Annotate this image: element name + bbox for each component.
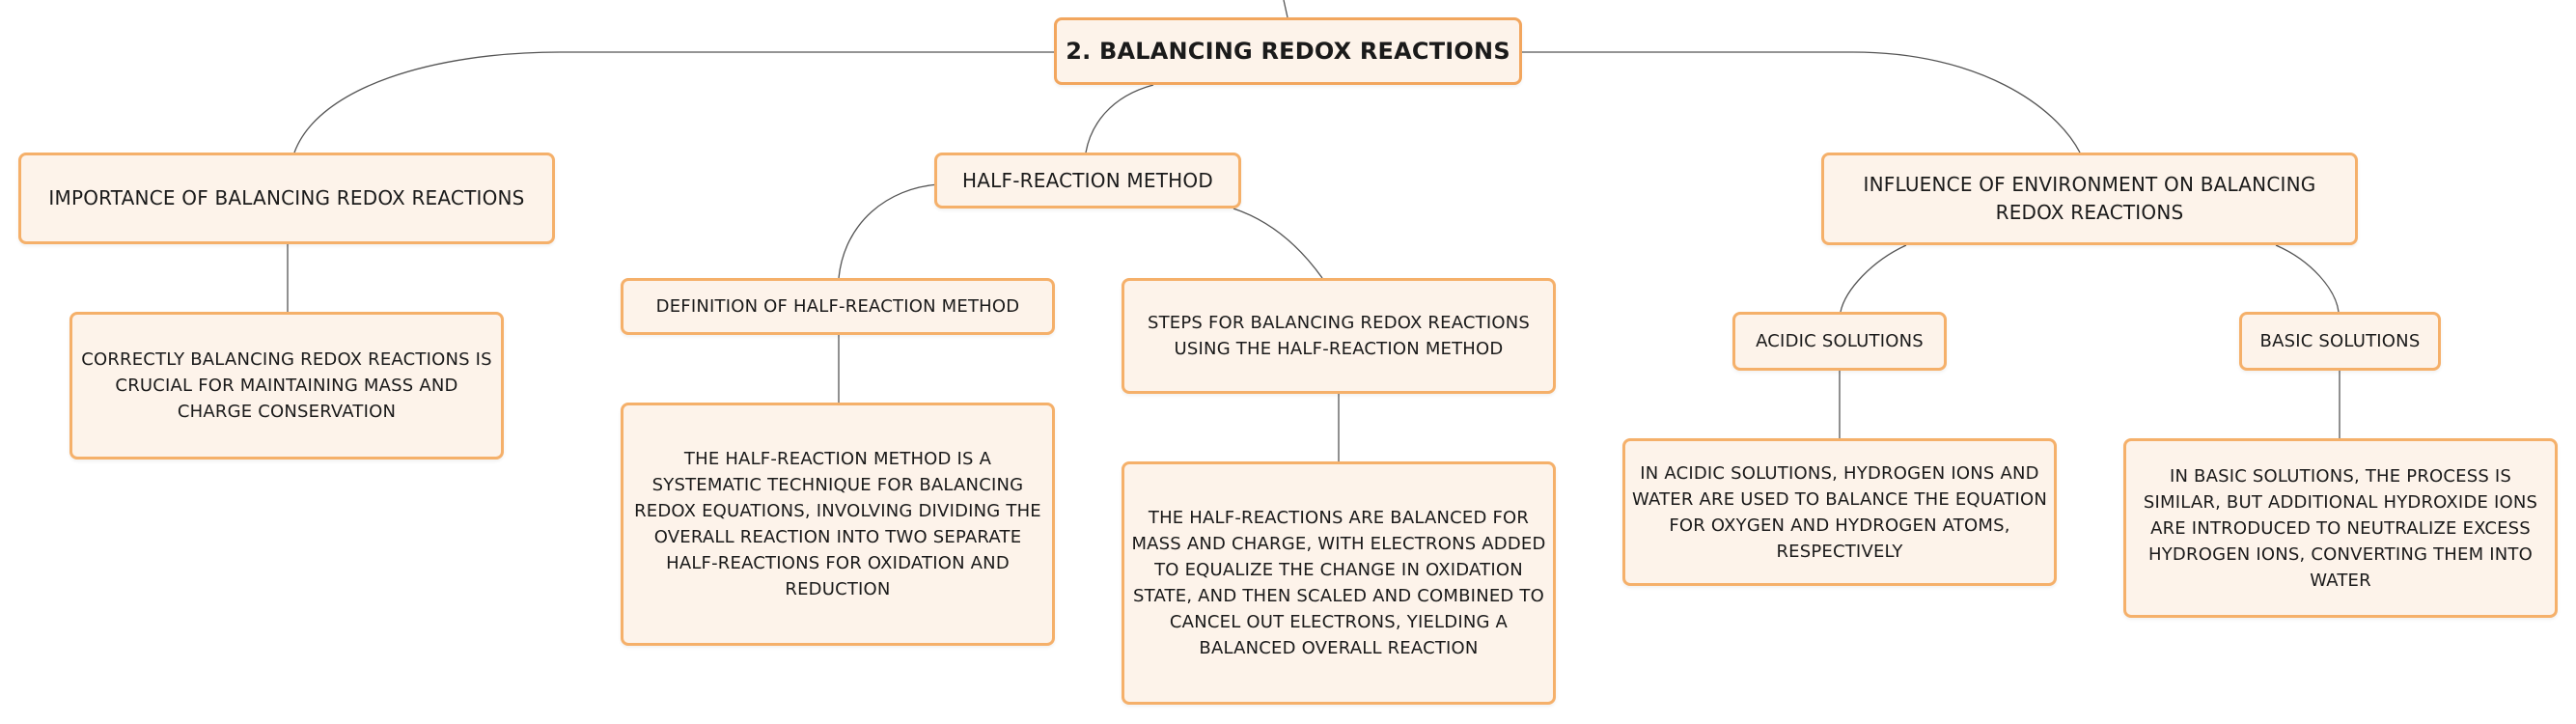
connector-root-importance — [293, 51, 1054, 153]
importance-label: IMPORTANCE OF BALANCING REDOX REACTIONS — [48, 186, 525, 209]
steps-label: STEPS FOR BALANCING REDOX REACTIONS USIN… — [1147, 313, 1531, 359]
steps-node[interactable]: STEPS FOR BALANCING REDOX REACTIONS USIN… — [1122, 278, 1556, 394]
connector-half-steps — [1233, 208, 1323, 279]
steps-detail-node[interactable]: THE HALF-REACTIONS ARE BALANCED FOR MASS… — [1122, 461, 1556, 705]
connector-env-acidic — [1840, 244, 1907, 313]
root-label: 2. BALANCING REDOX REACTIONS — [1066, 37, 1510, 65]
definition-detail-text: THE HALF-REACTION METHOD IS A SYSTEMATIC… — [634, 449, 1041, 599]
acidic-node[interactable]: ACIDIC SOLUTIONS — [1732, 312, 1947, 371]
acidic-detail-text: IN ACIDIC SOLUTIONS, HYDROGEN IONS AND W… — [1631, 462, 2048, 562]
connector-root-top — [1283, 0, 1288, 18]
definition-detail-node[interactable]: THE HALF-REACTION METHOD IS A SYSTEMATIC… — [621, 403, 1055, 646]
basic-node[interactable]: BASIC SOLUTIONS — [2239, 312, 2441, 371]
half-reaction-label: HALF-REACTION METHOD — [962, 168, 1213, 192]
connector-half-definition — [838, 183, 939, 279]
basic-detail-node[interactable]: IN BASIC SOLUTIONS, THE PROCESS IS SIMIL… — [2123, 438, 2558, 618]
definition-node[interactable]: DEFINITION OF HALF-REACTION METHOD — [621, 278, 1055, 335]
environment-label: INFLUENCE OF ENVIRONMENT ON BALANCING RE… — [1863, 173, 2316, 224]
basic-detail-text: IN BASIC SOLUTIONS, THE PROCESS IS SIMIL… — [2143, 465, 2538, 591]
connector-env-basic — [2275, 244, 2340, 313]
importance-node[interactable]: IMPORTANCE OF BALANCING REDOX REACTIONS — [18, 153, 555, 244]
acidic-label: ACIDIC SOLUTIONS — [1756, 331, 1924, 351]
importance-detail-node[interactable]: CORRECTLY BALANCING REDOX REACTIONS IS C… — [69, 312, 504, 459]
steps-detail-text: THE HALF-REACTIONS ARE BALANCED FOR MASS… — [1131, 508, 1546, 658]
connector-root-half-reaction — [1085, 84, 1154, 153]
half-reaction-node[interactable]: HALF-REACTION METHOD — [934, 153, 1241, 209]
definition-label: DEFINITION OF HALF-REACTION METHOD — [655, 296, 1020, 317]
connector-root-environment — [1522, 51, 2081, 153]
acidic-detail-node[interactable]: IN ACIDIC SOLUTIONS, HYDROGEN IONS AND W… — [1622, 438, 2057, 586]
root-node[interactable]: 2. BALANCING REDOX REACTIONS — [1054, 17, 1522, 85]
basic-label: BASIC SOLUTIONS — [2259, 331, 2421, 351]
importance-detail-text: CORRECTLY BALANCING REDOX REACTIONS IS C… — [81, 349, 492, 422]
environment-node[interactable]: INFLUENCE OF ENVIRONMENT ON BALANCING RE… — [1821, 153, 2358, 245]
